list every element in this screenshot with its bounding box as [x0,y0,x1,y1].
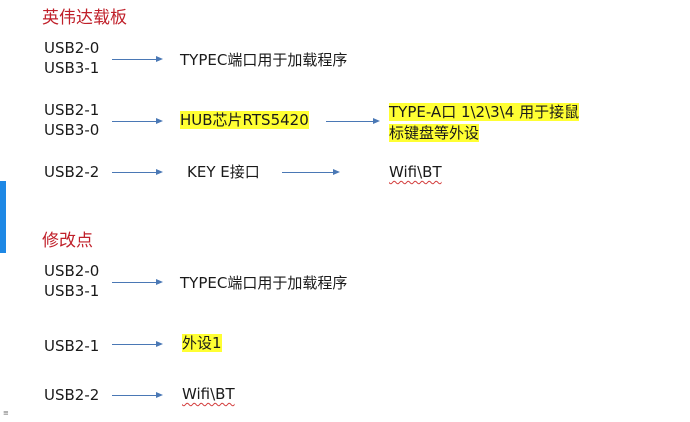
s2r1-label-1: USB2-0 [44,262,100,280]
s1r2-next-line-2: 标键盘等外设 [389,124,480,142]
s1r2-label-1: USB2-1 [44,101,100,119]
section1-title: 英伟达载板 [42,8,127,28]
s1r2-next-line-1: TYPE-A口 1\2\3\4 用于接鼠 [389,103,580,121]
s1r1-arrow [112,56,163,62]
notes-icon: ≡ [3,409,9,417]
s1r3-arrow-1 [112,169,163,175]
s1r2-arrow-1 [112,118,163,124]
s1r2-label-2: USB3-0 [44,121,100,139]
section2-title: 修改点 [42,231,93,251]
s1r3-arrow-2 [282,169,340,175]
slide-side-marker [0,181,6,253]
s2r3-target: Wifi\BT [182,385,235,403]
s2r1-target: TYPEC端口用于加载程序 [180,274,348,292]
s2r2-target-text: 外设1 [182,334,222,352]
s1r3-label: USB2-2 [44,163,100,181]
s1r3-target: KEY E接口 [187,163,260,181]
s1r2-target-text: HUB芯片RTS5420 [180,111,309,129]
s1r1-target: TYPEC端口用于加载程序 [180,51,348,69]
s2r1-label-2: USB3-1 [44,282,100,300]
s2r1-arrow [112,279,163,285]
s2r2-arrow [112,341,163,347]
s1r2-target: HUB芯片RTS5420 [180,110,309,131]
s1r2-next: TYPE-A口 1\2\3\4 用于接鼠 标键盘等外设 [389,102,580,144]
s1r3-next: Wifi\BT [389,163,442,181]
s1r2-arrow-2 [326,118,380,124]
s1r1-label-1: USB2-0 [44,39,100,57]
s2r3-label: USB2-2 [44,386,100,404]
s1r1-label-2: USB3-1 [44,59,100,77]
s2r2-label: USB2-1 [44,337,100,355]
s2r2-target: 外设1 [182,333,222,354]
s2r3-arrow [112,392,163,398]
